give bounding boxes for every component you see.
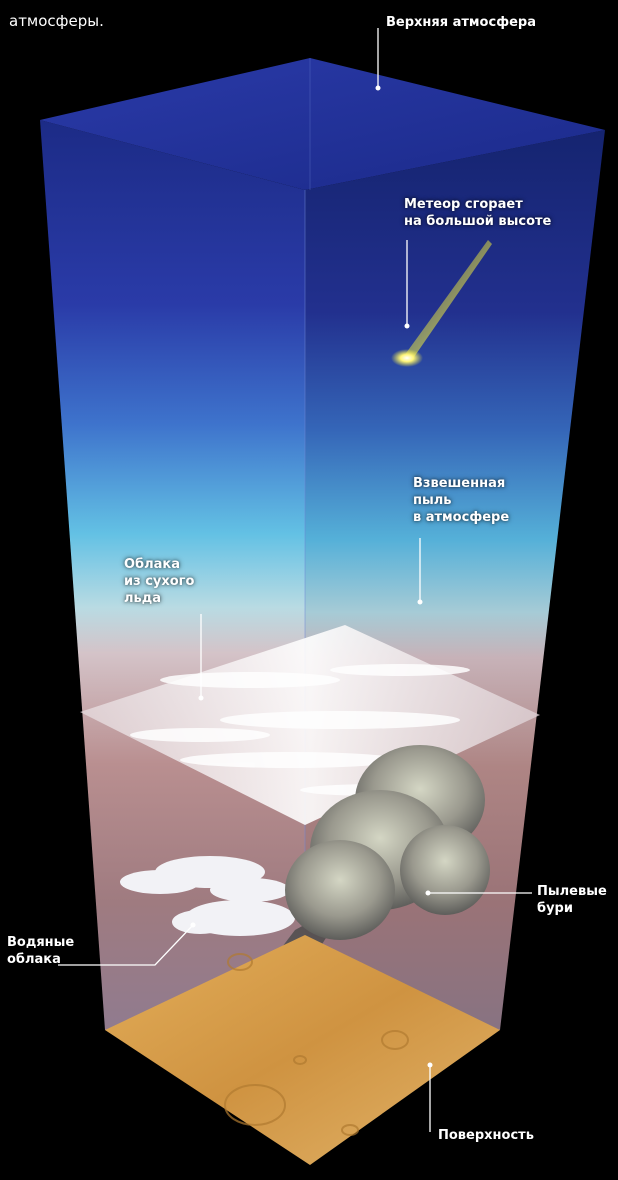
meteor-trail <box>404 240 492 360</box>
column-left-face <box>40 120 305 1040</box>
meteor-glow <box>391 349 423 367</box>
column-top-face <box>40 58 605 190</box>
intro-text: атмосферы. <box>9 12 104 30</box>
label-suspended-dust: Взвешенная пыль в атмосфере <box>413 476 510 525</box>
label-surface: Поверхность <box>438 1128 534 1143</box>
water-clouds-shape <box>120 856 295 936</box>
leader-water-clouds <box>58 924 194 966</box>
surface-craters <box>224 953 409 1136</box>
surface-tile <box>105 935 500 1165</box>
label-water-clouds: Водяные облака <box>7 935 75 967</box>
label-meteor: Метеор сгорает на большой высоте <box>404 197 552 229</box>
label-upper-atmosphere: Верхняя атмосфера <box>386 15 536 30</box>
label-dust-storms: Пылевые бури <box>537 884 607 916</box>
label-dry-ice-clouds: Облака из сухого льда <box>124 557 195 606</box>
